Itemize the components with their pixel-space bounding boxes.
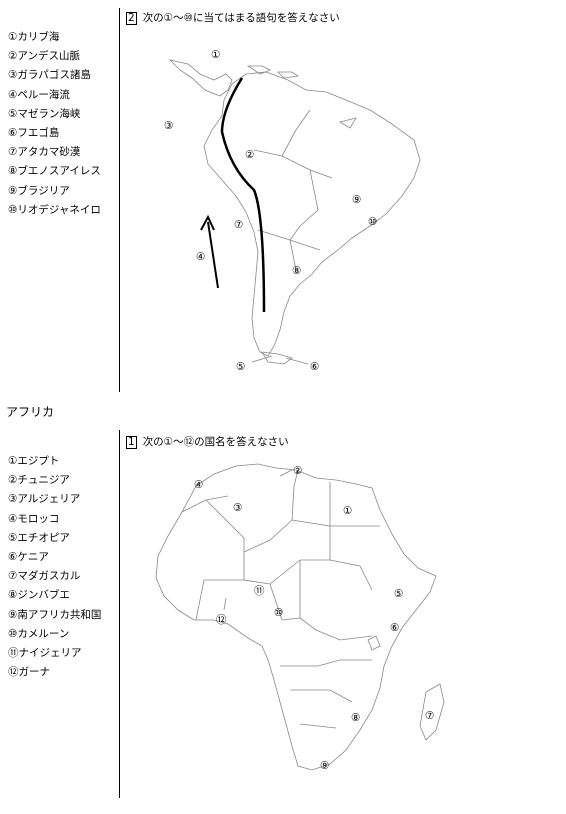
answer-item: ⑧ジンバブエ — [8, 589, 70, 602]
answer-item: ⑫ガーナ — [8, 666, 50, 679]
answer-item: ⑥フエゴ島 — [8, 126, 60, 139]
continent-outline — [203, 71, 421, 357]
map-marker: ⑥ — [310, 361, 319, 373]
current-arrow-head — [200, 214, 215, 231]
africa-map: ① ② ③ ④ ⑤ ⑥ ⑦ ⑧ ⑨ ⑩ ⑪ ⑫ — [155, 463, 445, 772]
leader-line — [279, 469, 293, 477]
answer-item: ②チュニジア — [8, 474, 70, 487]
africa-answer-list: ①エジプト ②チュニジア ③アルジェリア ④モロッコ ⑤エチオピア ⑥ケニア ⑦… — [8, 452, 101, 682]
answer-item: ⑧ブエノスアイレス — [8, 165, 101, 178]
answer-item: ⑤マゼラン海峡 — [8, 107, 81, 120]
answer-item: ⑩リオデジャネイロ — [8, 203, 101, 216]
answer-item: ⑤エチオピア — [8, 531, 70, 544]
answer-item: ⑦アタカマ砂漠 — [8, 146, 81, 159]
madagascar-outline — [419, 683, 445, 741]
leader-line — [223, 597, 227, 611]
divider-line-bottom — [119, 430, 120, 798]
country-borders — [253, 109, 333, 271]
answer-item: ④モロッコ — [8, 512, 60, 525]
question-text: 次の①～⑩に当てはまる語句を答えなさい — [142, 12, 340, 24]
map-marker: ⑧ — [351, 712, 360, 724]
map-marker: ③ — [164, 120, 173, 132]
map-marker: ③ — [233, 502, 242, 514]
answer-item: ④ペルー海流 — [8, 88, 70, 101]
andes-line — [220, 77, 266, 313]
africa-question-title: 1 次の①～⑫の国名を答えなさい — [126, 434, 289, 449]
answer-item: ⑪ナイジェリア — [8, 646, 82, 659]
map-marker: ⑪ — [254, 585, 265, 597]
map-marker: ⑫ — [216, 614, 227, 626]
map-marker: ⑤ — [394, 588, 403, 600]
answer-item: ⑨南アフリカ共和国 — [8, 608, 102, 621]
section-label: アフリカ — [6, 405, 55, 419]
answer-item: ⑦マダガスカル — [8, 570, 81, 583]
leader-line — [285, 357, 309, 365]
map-marker: ⑨ — [352, 194, 361, 206]
africa-outline — [155, 463, 445, 771]
map-marker: ④ — [196, 251, 205, 263]
caribbean-island — [246, 65, 271, 75]
current-arrow-shaft — [207, 221, 219, 289]
question-text: 次の①～⑫の国名を答えなさい — [142, 436, 289, 448]
lake-victoria — [367, 635, 381, 651]
answer-item: ⑩カメルーン — [8, 627, 70, 640]
map-marker: ⑤ — [236, 361, 245, 373]
south-america-outline — [168, 59, 421, 365]
leader-line — [251, 355, 273, 363]
question-number: 2 — [126, 12, 137, 25]
map-marker: ⑨ — [320, 760, 329, 772]
answer-item: ③ガラパゴス諸島 — [8, 69, 92, 82]
map-marker: ⑦ — [234, 219, 243, 231]
answer-item: ①エジプト — [8, 455, 60, 467]
answer-item: ⑨ブラジリア — [8, 184, 70, 197]
south-america-question-title: 2 次の①～⑩に当てはまる語句を答えなさい — [126, 10, 340, 25]
amazon-mouth — [338, 117, 357, 129]
south-america-map: ① ② ③ ④ ⑤ ⑥ ⑦ ⑧ ⑨ ⑩ — [164, 49, 421, 373]
map-marker: ④ — [194, 479, 203, 491]
question-number: 1 — [126, 436, 137, 449]
map-marker: ⑥ — [390, 622, 399, 634]
central-america-outline — [168, 59, 233, 97]
country-borders — [181, 469, 380, 729]
divider-line-top — [119, 8, 120, 392]
map-marker: ⑧ — [292, 265, 301, 277]
answer-item: ③アルジェリア — [8, 493, 81, 506]
map-marker: ② — [245, 149, 254, 161]
answer-item: ②アンデス山脈 — [8, 50, 80, 63]
tierra-del-fuego-outline — [261, 351, 293, 365]
map-marker: ⑦ — [425, 710, 434, 722]
map-marker: ① — [343, 505, 352, 517]
answer-item: ⑥ケニア — [8, 550, 49, 563]
caribbean-island — [277, 71, 300, 79]
continent-outline — [155, 463, 437, 771]
answer-item: ①カリブ海 — [8, 31, 60, 43]
map-marker: ② — [293, 465, 302, 477]
map-marker: ① — [211, 49, 220, 61]
south-america-answer-list: ①カリブ海 ②アンデス山脈 ③ガラパゴス諸島 ④ペルー海流 ⑤マゼラン海峡 ⑥フ… — [8, 28, 101, 220]
map-marker: ⑩ — [274, 607, 283, 619]
map-marker: ⑩ — [368, 216, 377, 228]
